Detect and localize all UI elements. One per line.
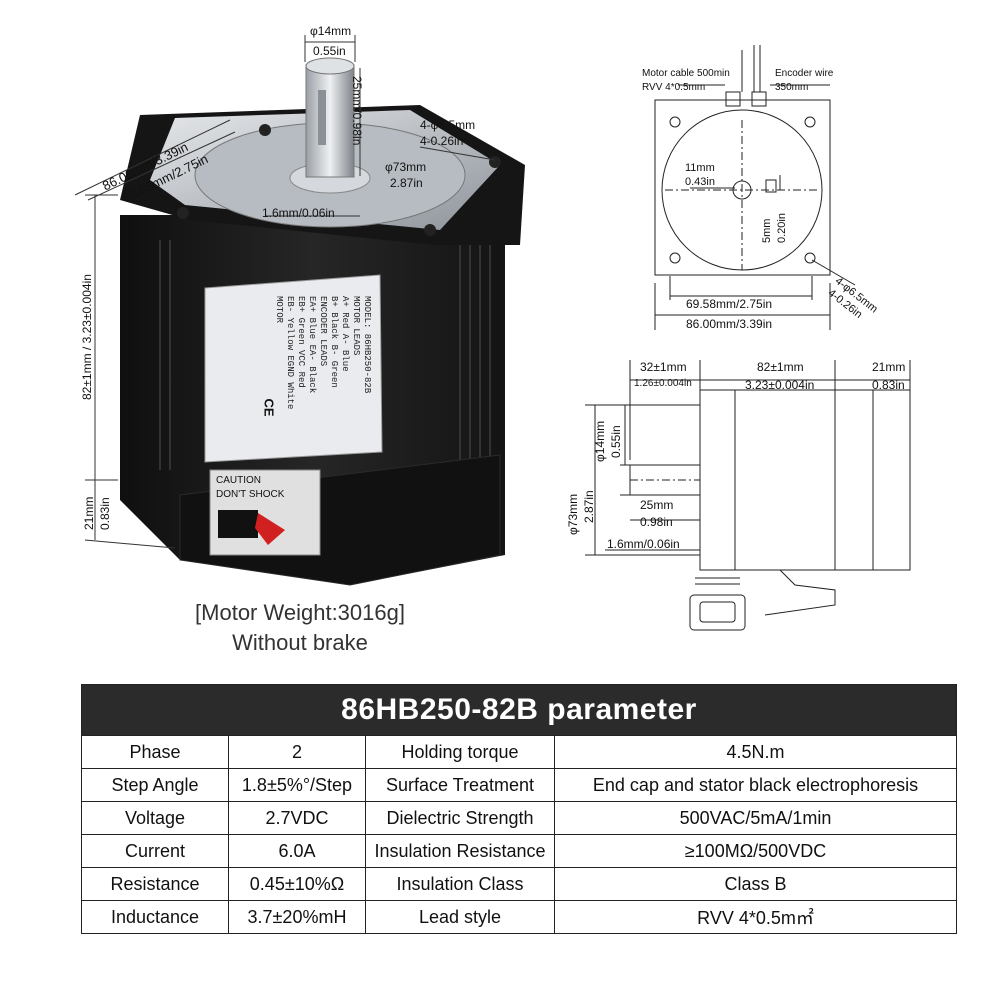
flat-depth-mm: 5mm (761, 218, 773, 243)
param-value: End cap and stator black electrophoresis (554, 768, 957, 802)
key-width-mm: 11mm (685, 162, 715, 174)
side-rear-length-mm: 21mm (872, 360, 906, 374)
param-name: Current (81, 834, 229, 868)
param-name: Lead style (365, 900, 555, 934)
shaft-length: 25mm/0.98in (350, 76, 364, 146)
param-value: 2 (228, 735, 366, 769)
motor-cable-label-2: RVV 4*0.5mm (642, 82, 706, 93)
param-name: Surface Treatment (365, 768, 555, 802)
param-value: 0.45±10%Ω (228, 867, 366, 901)
nameplate-line: ENCODER LEADS (318, 296, 328, 367)
body-length: 82±1mm / 3.23±0.004in (80, 274, 94, 400)
side-body-length-in: 3.23±0.004in (745, 378, 815, 392)
table-row: Step Angle 1.8±5%°/Step Surface Treatmen… (81, 768, 957, 802)
boss-height: 1.6mm/0.06in (262, 206, 335, 220)
key-width-in: 0.43in (685, 176, 715, 188)
param-value: 2.7VDC (228, 801, 366, 835)
side-front-length-in: 1.26±0.004in (634, 378, 692, 389)
mount-holes-in: 4-0.26in (420, 134, 464, 148)
param-name: Dielectric Strength (365, 801, 555, 835)
rear-length-mm: 21mm (82, 496, 96, 530)
side-shaft-length-mm: 25mm (640, 498, 674, 512)
param-value: 1.8±5%°/Step (228, 768, 366, 802)
table-row: Voltage 2.7VDC Dielectric Strength 500VA… (81, 801, 957, 835)
encoder-wire-label-1: Encoder wire (775, 68, 834, 79)
nameplate-line: A+ Red A- Blue (340, 296, 350, 372)
side-front-length-mm: 32±1mm (640, 360, 687, 374)
param-value: RVV 4*0.5m㎡ (554, 900, 957, 934)
nameplate-line: MOTOR (274, 296, 284, 324)
side-shaft-diameter-mm: φ14mm (593, 420, 607, 462)
nameplate-line: MOTOR LEADS (351, 296, 361, 356)
side-rear-length-in: 0.83in (872, 378, 905, 392)
ce-mark: CE (261, 398, 277, 417)
param-value: 6.0A (228, 834, 366, 868)
front-width-inner: 69.58mm/2.75in (686, 297, 773, 311)
param-name: Inductance (81, 900, 229, 934)
nameplate-line: MODEL: 86HB250-82B (362, 296, 372, 394)
shaft-diameter-in: 0.55in (313, 44, 346, 58)
nameplate-line: EB- Yellow EGND White (285, 296, 295, 410)
brake-caption: Without brake (232, 630, 368, 655)
caution-text-1: CAUTION (216, 475, 261, 486)
side-boss-height: 1.6mm/0.06in (607, 537, 680, 551)
side-body-length-mm: 82±1mm (757, 360, 804, 374)
encoder-wire-label-2: 350mm (775, 82, 809, 93)
side-view-drawing: 32±1mm 1.26±0.004in 82±1mm 3.23±0.004in … (565, 350, 925, 650)
nameplate-line: EA+ Blue EA- Black (307, 296, 317, 394)
front-view-drawing: Motor cable 500min RVV 4*0.5mm Encoder w… (630, 40, 900, 340)
front-width-outer: 86.00mm/3.39in (686, 317, 773, 331)
shaft-diameter-mm: φ14mm (310, 24, 352, 38)
param-name: Holding torque (365, 735, 555, 769)
motor-illustration (74, 35, 525, 586)
param-value: ≥100MΩ/500VDC (554, 834, 957, 868)
table-row: Phase 2 Holding torque 4.5N.m (81, 735, 957, 769)
param-value: 4.5N.m (554, 735, 957, 769)
table-row: Current 6.0A Insulation Resistance ≥100M… (81, 834, 957, 868)
caution-arrow (255, 513, 285, 545)
param-name: Insulation Resistance (365, 834, 555, 868)
side-pilot-diameter-in: 2.87in (582, 490, 596, 523)
nameplate-line: EB+ Green VCC Red (296, 296, 306, 388)
motor-photo: MODEL: 86HB250-82B MOTOR LEADS A+ Red A-… (0, 0, 560, 600)
mount-holes-mm: 4-φ6.5mm (420, 118, 476, 132)
motor-cable-label-1: Motor cable 500min (642, 68, 730, 79)
param-name: Resistance (81, 867, 229, 901)
param-name: Phase (81, 735, 229, 769)
weight-caption: [Motor Weight:3016g] (195, 600, 405, 625)
pilot-diameter-mm: φ73mm (385, 160, 427, 174)
param-name: Voltage (81, 801, 229, 835)
rear-length-in: 0.83in (98, 497, 112, 530)
nameplate-line: B+ Black B- Green (329, 296, 339, 388)
flat-depth-in: 0.20in (776, 213, 788, 243)
param-name: Step Angle (81, 768, 229, 802)
param-name: Insulation Class (365, 867, 555, 901)
pilot-diameter-in: 2.87in (390, 176, 423, 190)
side-shaft-length-in: 0.98in (640, 515, 673, 529)
param-value: Class B (554, 867, 957, 901)
side-shaft-diameter-in: 0.55in (609, 425, 623, 458)
table-row: Inductance 3.7±20%mH Lead style RVV 4*0.… (81, 900, 957, 934)
side-pilot-diameter-mm: φ73mm (566, 493, 580, 535)
parameter-table: 86HB250-82B parameter Phase 2 Holding to… (81, 684, 957, 934)
param-value: 500VAC/5mA/1min (554, 801, 957, 835)
table-row: Resistance 0.45±10%Ω Insulation Class Cl… (81, 867, 957, 901)
motor-nameplate: MODEL: 86HB250-82B MOTOR LEADS A+ Red A-… (212, 292, 377, 452)
param-value: 3.7±20%mH (228, 900, 366, 934)
table-title: 86HB250-82B parameter (81, 684, 957, 736)
caution-text-2: DON'T SHOCK (216, 489, 285, 500)
